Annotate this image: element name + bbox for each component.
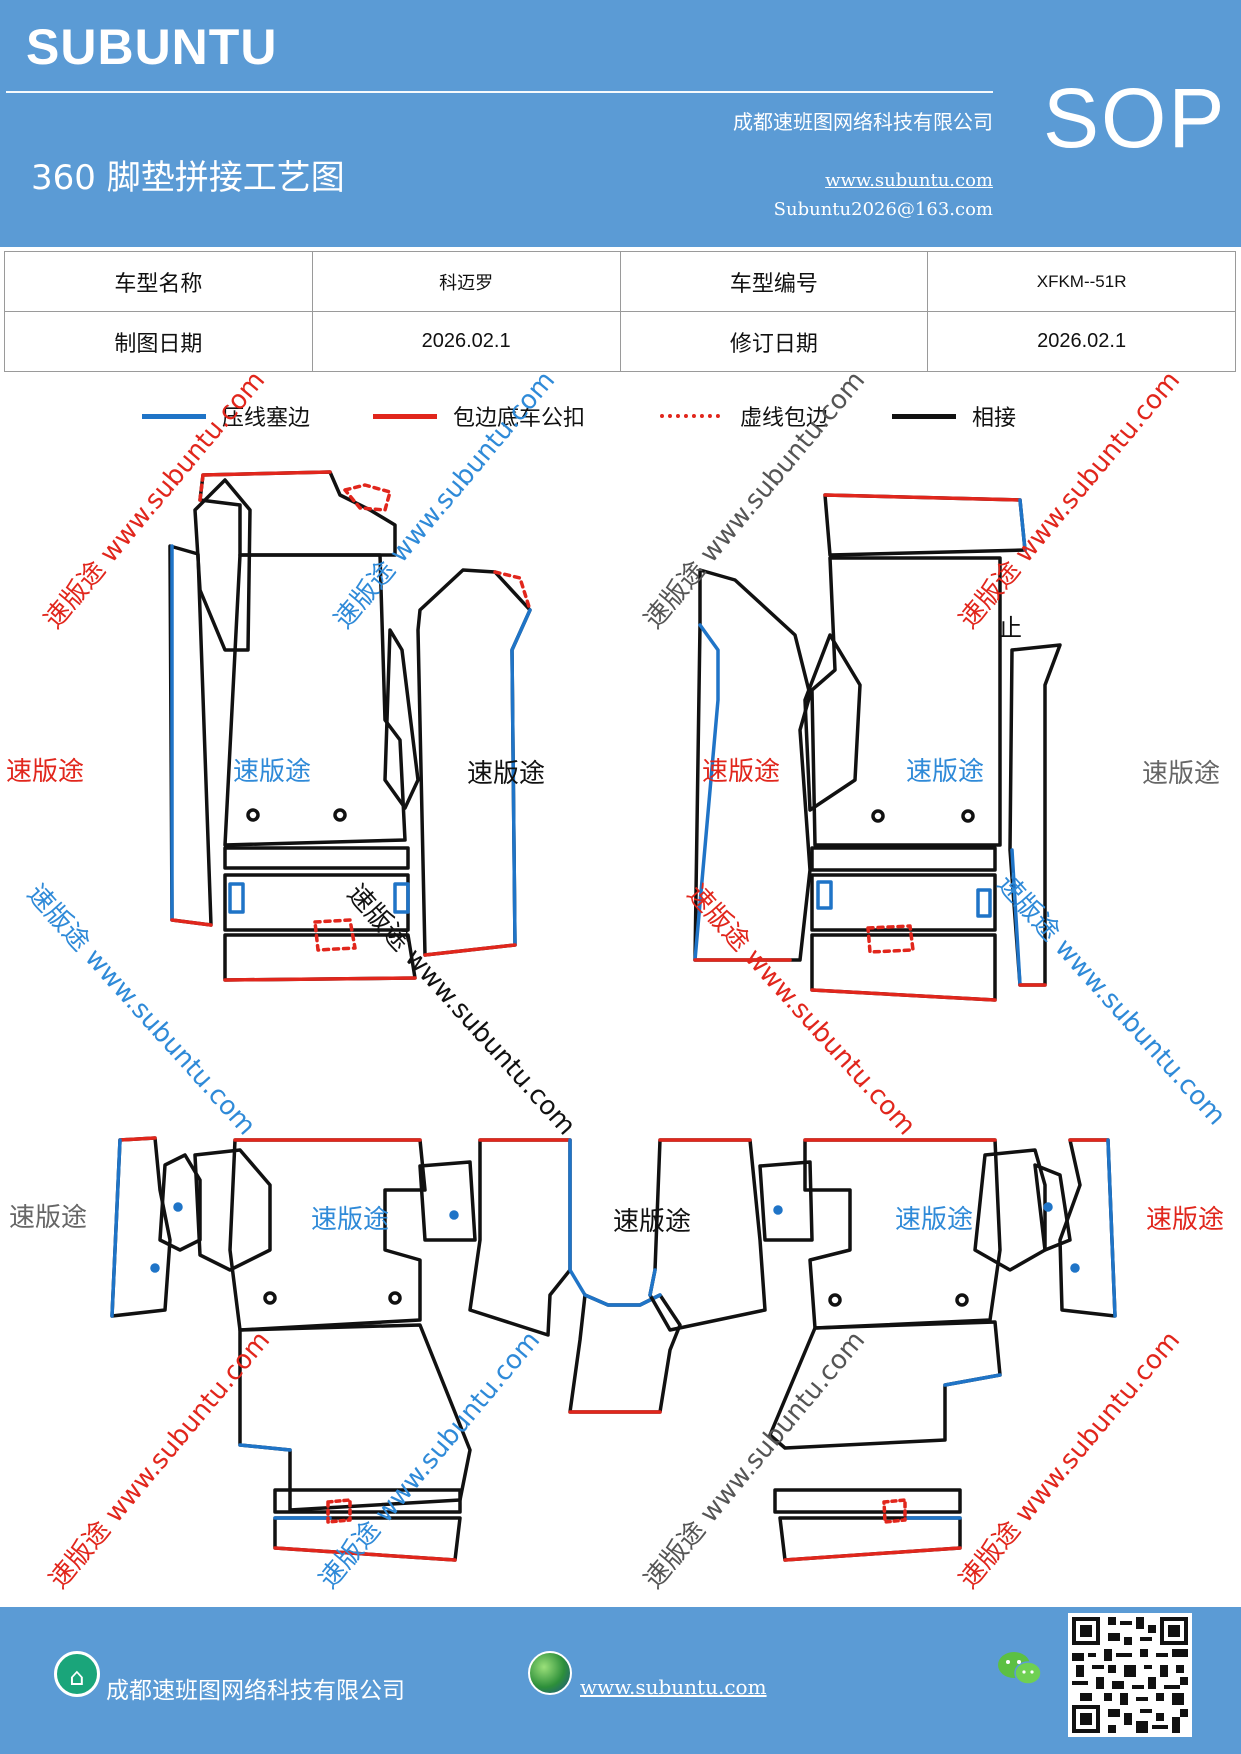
rear-right-mat <box>648 1138 1117 1562</box>
mat-label: 速版途 <box>895 1205 973 1235</box>
mat-label: 速版途 <box>1142 759 1220 789</box>
draw-date-value: 2026.02.1 <box>311 311 621 372</box>
legend-item-press-line: 压线塞边 <box>142 400 310 432</box>
footer-website-link[interactable]: www.subuntu.com <box>580 1675 767 1699</box>
website-link[interactable]: www.subuntu.com <box>825 170 993 191</box>
legend-item-dotted-edge: 虚线包边 <box>660 400 828 432</box>
info-table: 车型名称 科迈罗 车型编号 XFKM--51R 制图日期 2026.02.1 修… <box>4 251 1236 372</box>
header-banner: SUBUNTU 成都速班图网络科技有限公司 360 脚垫拼接工艺图 www.su… <box>0 0 1241 247</box>
mat-label: 速版途 <box>1146 1205 1224 1235</box>
brand-logo: SUBUNTU <box>26 19 278 75</box>
center-tunnel-mat <box>568 1293 682 1414</box>
sop-badge: SOP <box>1043 71 1227 165</box>
model-name-label: 车型名称 <box>4 251 313 312</box>
front-left-mat <box>168 470 532 982</box>
legend-label: 相接 <box>972 406 1017 431</box>
mat-label: 速版途 <box>311 1205 389 1235</box>
draw-date-label: 制图日期 <box>4 311 313 372</box>
mat-label: 速版途 <box>906 757 984 787</box>
header-divider <box>6 91 993 93</box>
mat-label: 速版途 <box>9 1203 87 1233</box>
table-row: 制图日期 2026.02.1 修订日期 2026.02.1 <box>4 311 1236 372</box>
home-icon: ⌂ <box>54 1651 100 1697</box>
mat-label: 速版途 <box>467 759 545 789</box>
wechat-icon[interactable] <box>996 1649 1044 1689</box>
model-name-value: 科迈罗 <box>311 251 621 312</box>
email-address[interactable]: Subuntu2026@163.com <box>773 199 993 220</box>
footer-banner: ⌂ 成都速班图网络科技有限公司 www.subuntu.com <box>0 1607 1241 1754</box>
legend: 压线塞边 包边底车公扣 虚线包边 相接 <box>0 400 1241 440</box>
qr-code[interactable] <box>1068 1613 1192 1737</box>
revise-date-label: 修订日期 <box>619 311 929 372</box>
mat-diagram: 速版途 速版途 速版途 速版途 速版途 速版途 速版途 速版途 速版途 速版途 … <box>6 470 1224 1562</box>
model-code-label: 车型编号 <box>619 251 929 312</box>
mat-label: 速版途 <box>6 757 84 787</box>
globe-icon <box>528 1651 572 1695</box>
mat-label: 速版途 <box>702 757 780 787</box>
black-line-swatch <box>892 413 956 419</box>
front-right-mat <box>693 493 1062 1002</box>
company-name: 成都速班图网络科技有限公司 <box>733 110 993 134</box>
red-dotted-swatch <box>660 414 720 418</box>
legend-label: 压线塞边 <box>222 406 311 431</box>
legend-item-wrap-edge: 包边底车公扣 <box>373 400 585 432</box>
footer-company: 成都速班图网络科技有限公司 <box>106 1678 405 1704</box>
blue-line-swatch <box>142 413 206 419</box>
model-code-value: XFKM--51R <box>927 251 1236 312</box>
revise-date-value: 2026.02.1 <box>927 311 1236 372</box>
legend-item-join: 相接 <box>892 400 1016 432</box>
mat-label: 速版途 <box>613 1207 691 1237</box>
mat-label: 速版途 <box>233 757 311 787</box>
legend-label: 包边底车公扣 <box>453 406 586 431</box>
rear-left-mat <box>110 1136 587 1562</box>
table-row: 车型名称 科迈罗 车型编号 XFKM--51R <box>4 251 1236 312</box>
stop-mark: 止 <box>998 614 1022 642</box>
page-title: 360 脚垫拼接工艺图 <box>31 158 345 198</box>
red-line-swatch <box>373 413 437 419</box>
legend-label: 虚线包边 <box>740 406 829 431</box>
